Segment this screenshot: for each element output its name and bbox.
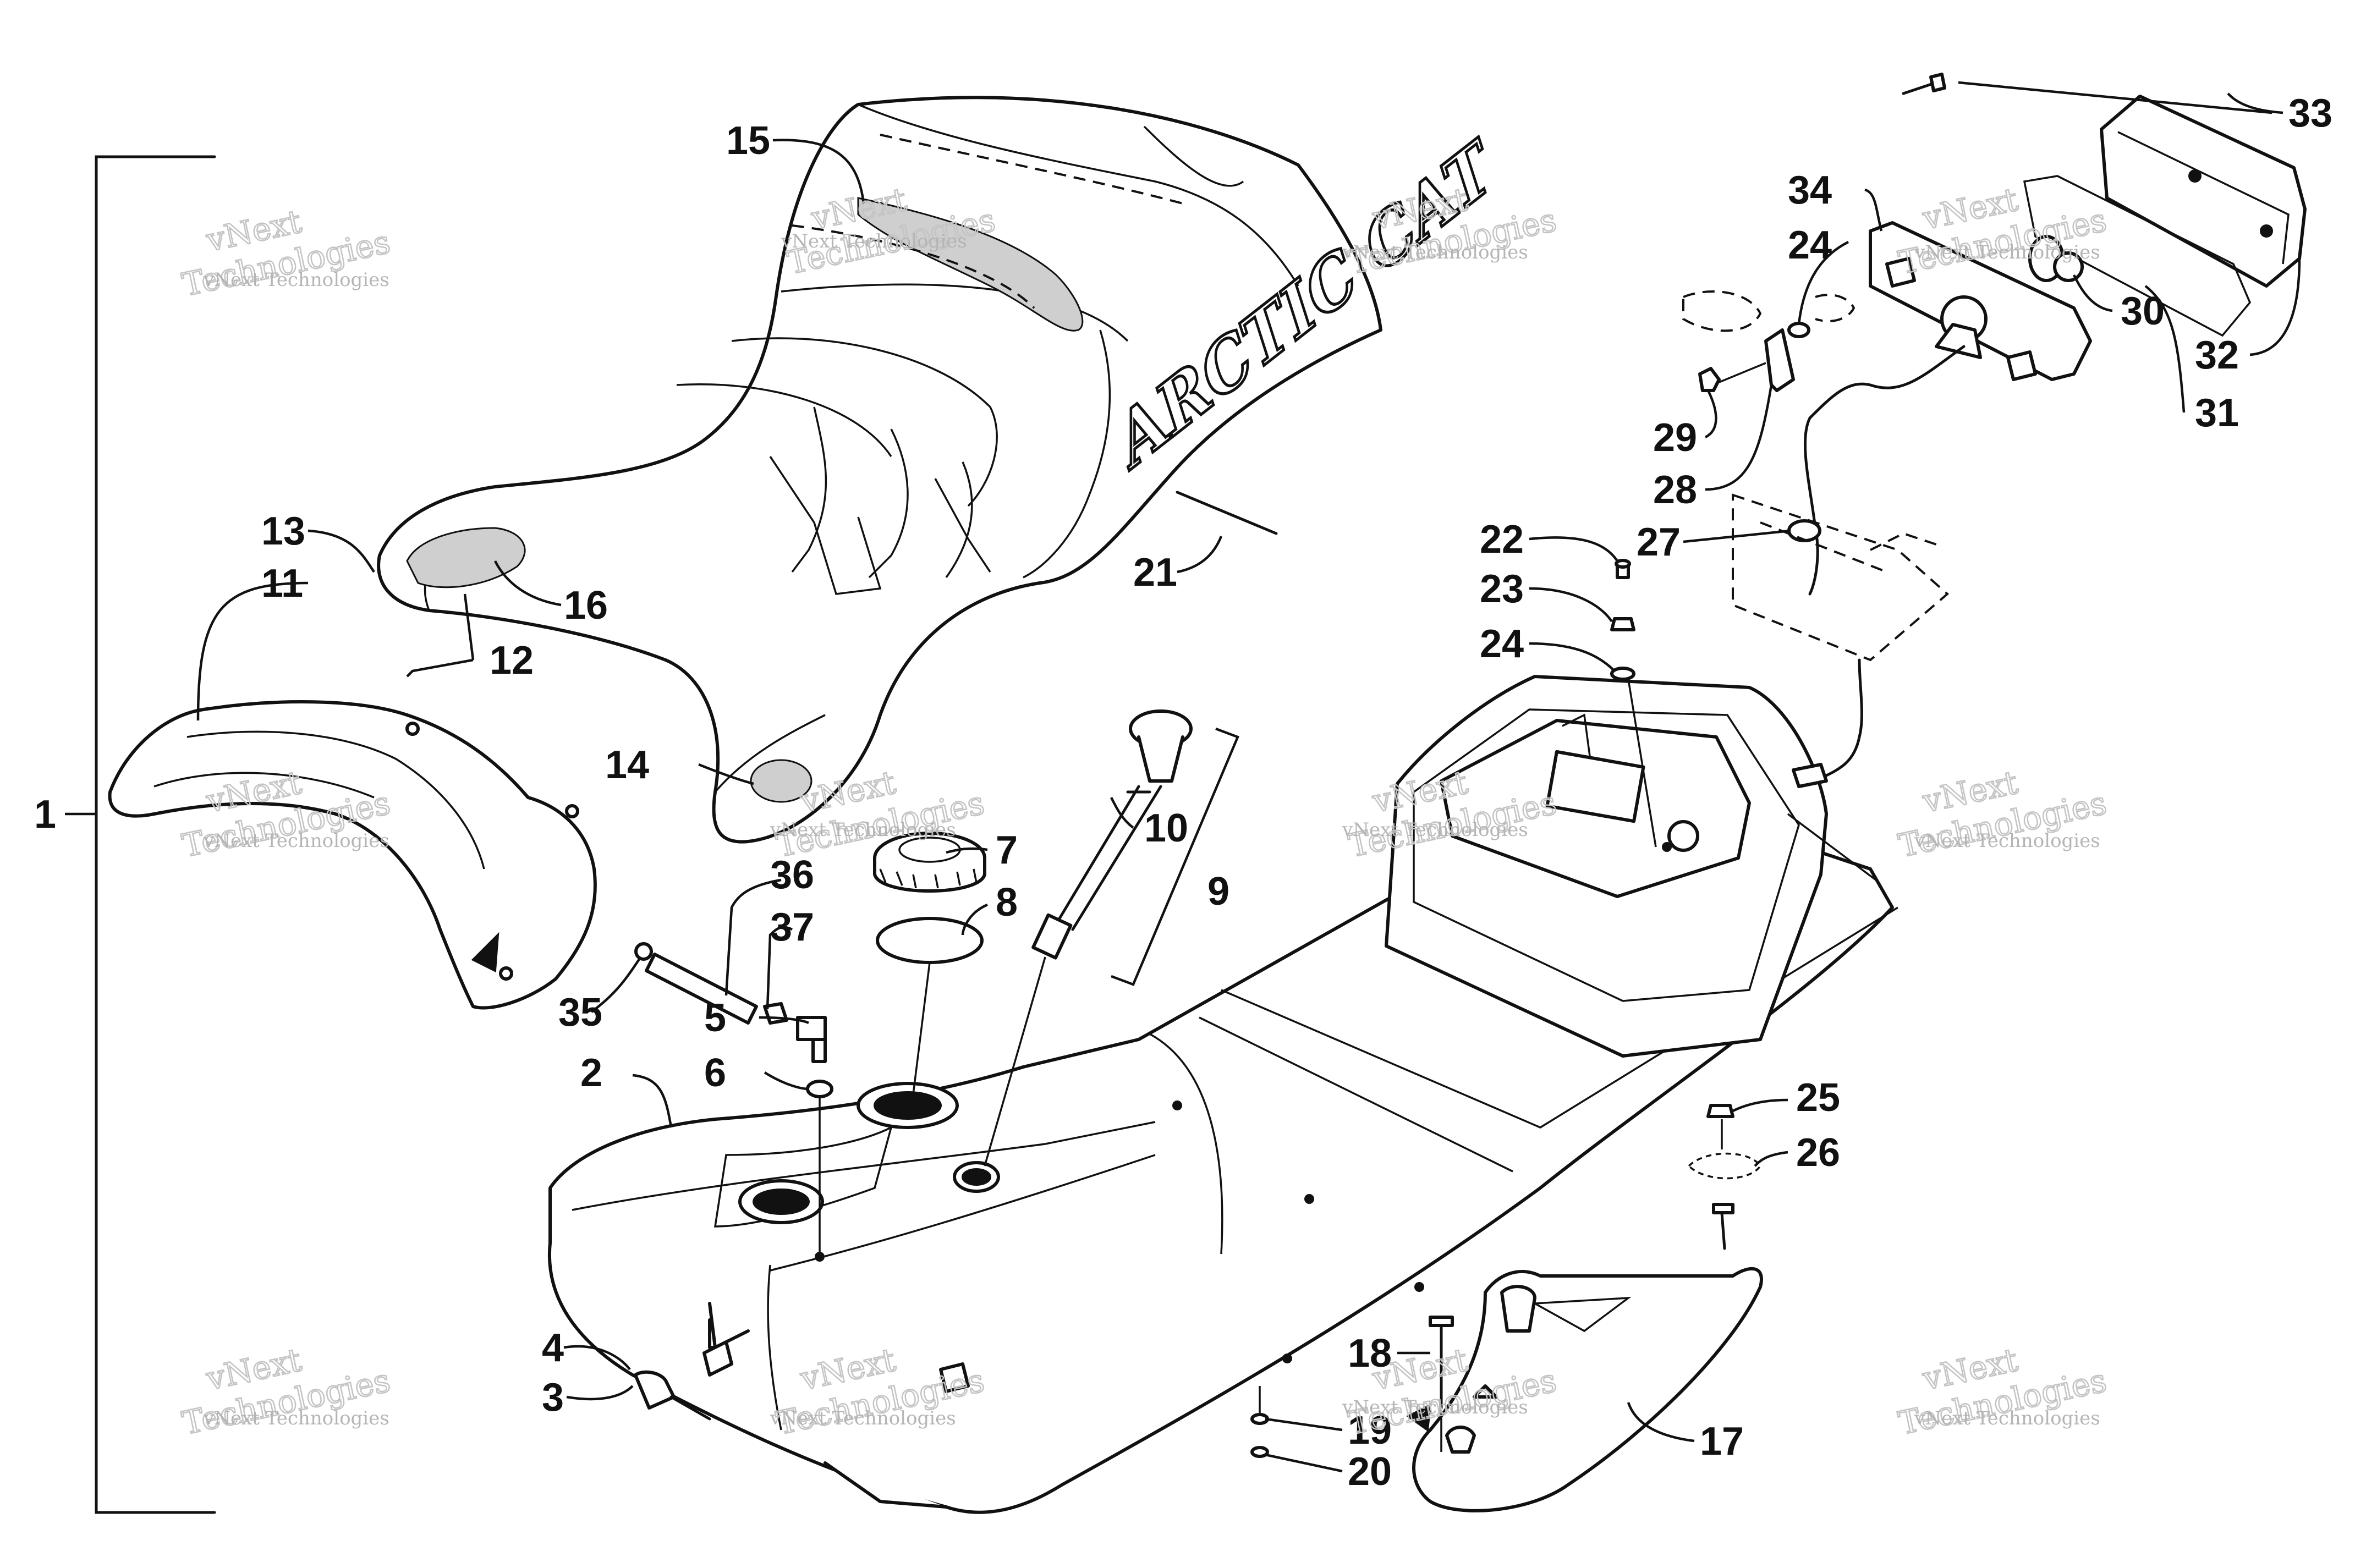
- fuel-gauge-assembly-9: [984, 709, 1239, 1167]
- grommet-27: [1787, 519, 1821, 542]
- svg-text:vNext Technologies: vNext Technologies: [1342, 1396, 1528, 1418]
- fasteners-22-26: [1610, 559, 1762, 1250]
- seat-pad-rear: [406, 527, 526, 588]
- callout-labels: 1 2 3 4 5 6 7 8 9 10 11 12 13 14 15 16 1…: [34, 91, 2332, 1494]
- svg-text:vNext Technologies: vNext Technologies: [203, 269, 389, 291]
- callout-30: 30: [2121, 289, 2165, 333]
- callout-18: 18: [1348, 1332, 1392, 1376]
- storage-compartment: [1385, 675, 1877, 1058]
- svg-text:vNext Technologies: vNext Technologies: [203, 1407, 389, 1429]
- seat-cushion: [377, 96, 1382, 844]
- fasteners-18-19-20: [1250, 1316, 1454, 1458]
- callout-17: 17: [1700, 1420, 1744, 1464]
- bracket-28: [1764, 328, 1795, 392]
- callout-23: 23: [1480, 567, 1524, 611]
- callout-14: 14: [605, 743, 649, 787]
- svg-text:vNext Technologies: vNext Technologies: [203, 830, 389, 852]
- grommet-6: [806, 1080, 833, 1098]
- callout-10: 10: [1144, 806, 1188, 850]
- drain-fittings: [634, 1340, 733, 1421]
- callout-15: 15: [726, 119, 770, 163]
- callout-25: 25: [1796, 1076, 1840, 1120]
- callout-34: 34: [1788, 168, 1832, 212]
- callout-9: 9: [1207, 870, 1229, 914]
- callout-19: 19: [1348, 1409, 1392, 1453]
- svg-text:vNext Technologies: vNext Technologies: [770, 1407, 956, 1429]
- seat-base-11: [108, 700, 597, 1010]
- svg-text:vNext Technologies: vNext Technologies: [781, 230, 967, 252]
- callout-2: 2: [580, 1051, 602, 1095]
- callout-16: 16: [564, 584, 608, 628]
- pad-14: [750, 759, 813, 803]
- callout-11: 11: [261, 562, 303, 606]
- callout-32: 32: [2195, 333, 2239, 377]
- svg-text:vNext Technologies: vNext Technologies: [1914, 830, 2100, 852]
- callout-27: 27: [1637, 520, 1681, 564]
- watermark: Technologies vNext vNext Technologies: [1895, 1340, 2110, 1443]
- svg-text:vNext Technologies: vNext Technologies: [1914, 1407, 2100, 1429]
- callout-36: 36: [770, 853, 814, 897]
- callout-24-upper: 24: [1788, 223, 1832, 267]
- strap-15: [857, 197, 1084, 332]
- callout-7: 7: [996, 828, 1018, 872]
- assembly-bracket: [65, 155, 216, 1514]
- callout-3: 3: [542, 1376, 564, 1420]
- callout-29: 29: [1653, 416, 1697, 460]
- svg-text:vNext Technologies: vNext Technologies: [1342, 819, 1528, 841]
- callout-13: 13: [261, 509, 305, 553]
- watermark: Technologies vNext vNext Technologies: [178, 1340, 394, 1443]
- callout-6: 6: [704, 1051, 726, 1095]
- taillight-assembly: [1682, 73, 2307, 788]
- callout-8: 8: [996, 881, 1018, 925]
- rod-21: [1176, 491, 1278, 535]
- callout-26: 26: [1796, 1131, 1840, 1175]
- watermark: Technologies vNext vNext Technologies: [178, 202, 394, 304]
- taillight-base-34: [1869, 221, 2092, 381]
- callout-20: 20: [1348, 1450, 1392, 1494]
- callout-21: 21: [1133, 551, 1177, 595]
- callout-28: 28: [1653, 468, 1697, 512]
- watermark: Technologies vNext vNext Technologies: [1895, 763, 2110, 865]
- svg-text:vNext Technologies: vNext Technologies: [1914, 241, 2100, 263]
- callout-5: 5: [704, 996, 726, 1040]
- leader-lines: [196, 81, 2301, 1473]
- callout-33: 33: [2288, 91, 2332, 135]
- callout-4: 4: [542, 1326, 564, 1370]
- callout-37: 37: [770, 905, 814, 949]
- side-panel-17: [1406, 1267, 1763, 1512]
- callout-24-lower: 24: [1480, 622, 1524, 666]
- callout-35: 35: [558, 991, 602, 1035]
- callout-12: 12: [490, 639, 534, 683]
- callout-1: 1: [34, 793, 56, 837]
- filler-cap-7: [873, 832, 986, 893]
- seat-assembly: ARCTIC CAT: [377, 96, 1511, 844]
- taillight-lens-32: [2100, 95, 2307, 288]
- svg-text:vNext Technologies: vNext Technologies: [1342, 241, 1528, 263]
- callout-22: 22: [1480, 518, 1524, 562]
- nut-29: [1698, 367, 1721, 392]
- svg-text:vNext Technologies: vNext Technologies: [770, 819, 956, 841]
- callout-31: 31: [2195, 391, 2239, 435]
